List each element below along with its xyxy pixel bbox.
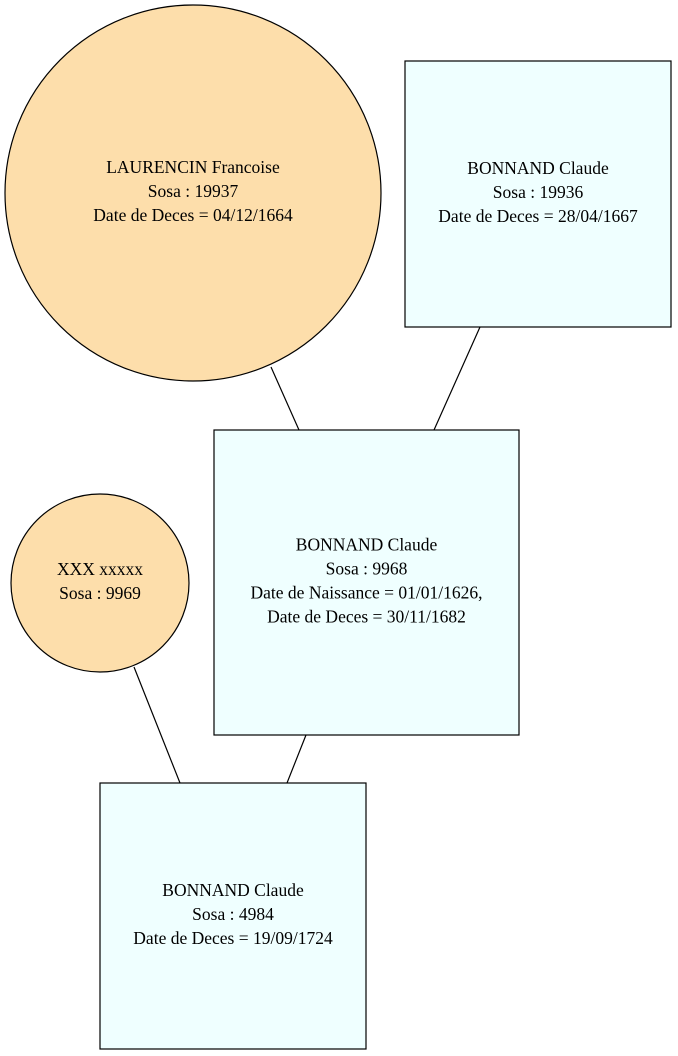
sosa-number: Sosa : 4984 [192, 904, 274, 924]
person-name: XXX xxxxx [57, 559, 143, 579]
edge-bonnand-claude-9968-to-bonnand-claude-4984 [286, 734, 307, 784]
sosa-number: Sosa : 19937 [148, 181, 239, 201]
date-line: Date de Naissance = 01/01/1626, [251, 583, 483, 603]
person-name: BONNAND Claude [162, 880, 304, 900]
date-line: Date de Deces = 04/12/1664 [93, 205, 293, 225]
person-name: BONNAND Claude [296, 535, 438, 555]
date-line: Date de Deces = 19/09/1724 [133, 928, 333, 948]
sosa-number: Sosa : 9968 [326, 559, 408, 579]
edge-laurencin-francoise-to-bonnand-claude-9968 [270, 366, 300, 431]
date-line: Date de Deces = 28/04/1667 [438, 206, 638, 226]
edge-bonnand-claude-19936-to-bonnand-claude-9968 [433, 326, 481, 431]
date-line-2: Date de Deces = 30/11/1682 [267, 607, 466, 627]
sosa-number: Sosa : 19936 [493, 182, 584, 202]
female-person-circle [4, 4, 382, 382]
male-person-box [404, 60, 672, 328]
male-person-box [213, 429, 520, 736]
edges-layer [133, 326, 481, 784]
edge-xxx-xxxxx-9969-to-bonnand-claude-4984 [133, 666, 181, 784]
female-person-circle [10, 493, 190, 673]
male-person-box [99, 782, 367, 1050]
person-name: BONNAND Claude [467, 158, 609, 178]
person-name: LAURENCIN Francoise [106, 157, 280, 177]
sosa-number: Sosa : 9969 [59, 583, 141, 603]
